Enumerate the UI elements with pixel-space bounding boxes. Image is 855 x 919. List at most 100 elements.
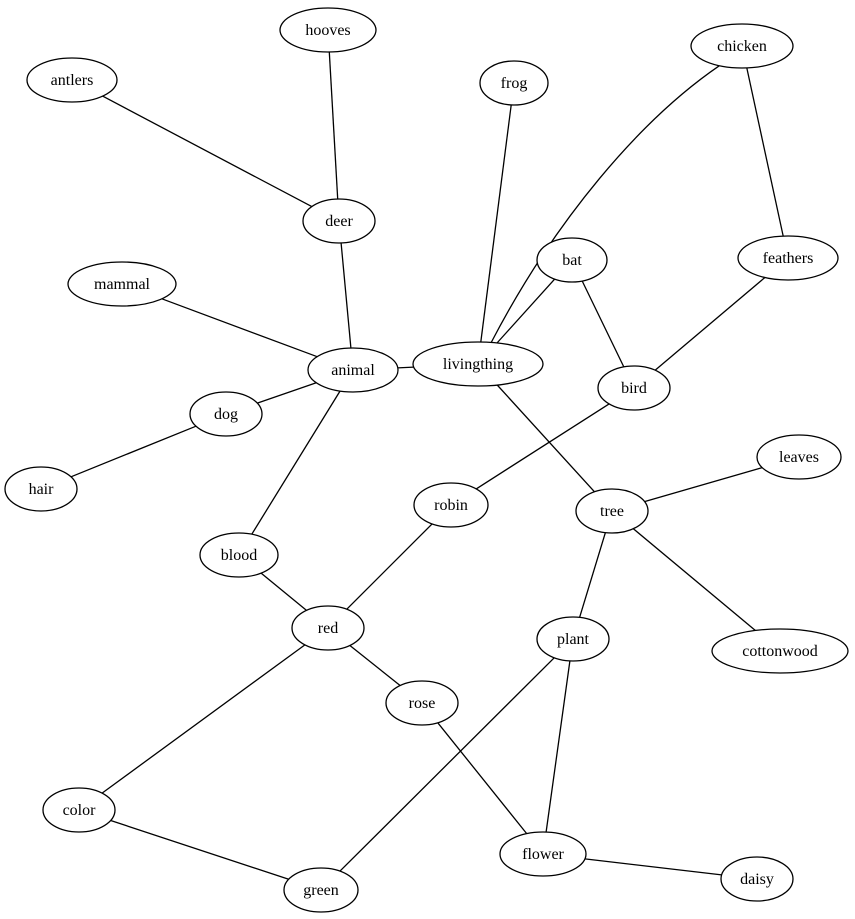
node-hooves-ellipse (279, 7, 377, 53)
node-feathers-ellipse (737, 235, 839, 281)
node-color-ellipse (42, 787, 116, 833)
node-frog-ellipse (479, 60, 549, 106)
node-dog-ellipse (189, 391, 263, 437)
node-plant: plant (536, 616, 610, 662)
node-red-label: red (318, 620, 338, 637)
node-rose-label: rose (409, 695, 436, 712)
node-green-label: green (303, 882, 339, 899)
node-leaves-label: leaves (779, 449, 819, 466)
edge-plant-flower (545, 660, 571, 833)
edge-antlers-deer (102, 95, 313, 208)
node-cottonwood-ellipse (711, 628, 849, 674)
node-blood-ellipse (199, 532, 279, 578)
node-animal-label: animal (331, 362, 375, 379)
node-green-ellipse (283, 867, 359, 913)
node-livingthing-ellipse (412, 341, 544, 387)
node-chicken-ellipse (690, 23, 794, 69)
edge-animal-livingthing (397, 366, 414, 369)
node-feathers-label: feathers (763, 250, 814, 267)
node-chicken-label: chicken (717, 38, 767, 55)
edge-bird-robin (475, 403, 610, 490)
node-hair: hair (4, 466, 78, 512)
node-color-label: color (63, 802, 97, 819)
edge-plant-green (339, 657, 555, 872)
node-plant-ellipse (536, 616, 610, 662)
node-mammal-label: mammal (94, 276, 151, 293)
node-frog: frog (479, 60, 549, 106)
node-chicken: chicken (690, 23, 794, 69)
node-bat-ellipse (536, 237, 608, 283)
node-leaves-ellipse (756, 434, 842, 480)
node-tree-label: tree (600, 503, 624, 520)
node-plant-label: plant (557, 631, 590, 648)
node-robin-label: robin (434, 497, 468, 514)
node-bat: bat (536, 237, 608, 283)
node-rose-ellipse (385, 680, 459, 726)
edge-tree-leaves (644, 466, 763, 503)
node-dog: dog (189, 391, 263, 437)
edge-chicken-feathers (746, 67, 784, 237)
graph-edges (70, 51, 784, 880)
node-flower-label: flower (522, 846, 564, 863)
edge-red-rose (349, 644, 401, 687)
node-daisy-label: daisy (740, 871, 774, 888)
node-deer-label: deer (325, 213, 353, 230)
edge-mammal-animal (161, 298, 318, 358)
edge-feathers-bird (654, 277, 766, 371)
node-robin: robin (413, 482, 489, 528)
node-tree-ellipse (575, 488, 649, 534)
node-feathers: feathers (737, 235, 839, 281)
node-red: red (291, 605, 365, 651)
edge-chicken-livingthing (490, 65, 720, 343)
edge-deer-animal (340, 242, 352, 349)
edge-dog-hair (70, 425, 197, 478)
edge-flower-daisy (584, 858, 722, 876)
node-rose: rose (385, 680, 459, 726)
node-cottonwood-label: cottonwood (742, 643, 818, 660)
node-mammal-ellipse (67, 261, 177, 307)
node-hooves-label: hooves (305, 22, 350, 39)
edge-blood-red (260, 572, 307, 611)
graph-nodes: hooves antlers frog chicken deer bat feathers m… (4, 7, 849, 913)
node-color: color (42, 787, 116, 833)
node-livingthing-label: livingthing (443, 356, 513, 373)
edge-tree-cottonwood (632, 528, 756, 631)
node-mammal: mammal (67, 261, 177, 307)
node-bird-ellipse (597, 365, 671, 411)
node-flower: flower (499, 831, 587, 877)
node-bat-label: bat (562, 252, 582, 269)
node-dog-label: dog (214, 406, 238, 423)
node-animal: animal (307, 347, 399, 393)
node-bird: bird (597, 365, 671, 411)
node-deer-ellipse (302, 198, 376, 244)
node-antlers-ellipse (26, 57, 118, 103)
node-hair-ellipse (4, 466, 78, 512)
node-hooves: hooves (279, 7, 377, 53)
edge-red-color (101, 644, 306, 794)
node-tree: tree (575, 488, 649, 534)
edge-animal-dog (257, 382, 317, 404)
edge-color-green (110, 819, 289, 880)
node-antlers: antlers (26, 57, 118, 103)
node-livingthing: livingthing (412, 341, 544, 387)
node-leaves: leaves (756, 434, 842, 480)
node-deer: deer (302, 198, 376, 244)
node-cottonwood: cottonwood (711, 628, 849, 674)
node-robin-ellipse (413, 482, 489, 528)
edge-animal-blood (251, 390, 341, 535)
edge-robin-red (346, 523, 433, 610)
node-red-ellipse (291, 605, 365, 651)
edge-tree-plant (578, 532, 607, 618)
edge-livingthing-tree (496, 384, 595, 493)
node-hair-label: hair (29, 481, 55, 498)
node-blood-label: blood (221, 547, 257, 564)
edge-frog-livingthing (480, 104, 512, 343)
node-green: green (283, 867, 359, 913)
edge-hooves-deer (328, 51, 339, 200)
node-animal-ellipse (307, 347, 399, 393)
node-daisy-ellipse (720, 856, 794, 902)
edge-rose-flower (437, 722, 528, 835)
node-blood: blood (199, 532, 279, 578)
edge-bat-livingthing (496, 278, 556, 344)
